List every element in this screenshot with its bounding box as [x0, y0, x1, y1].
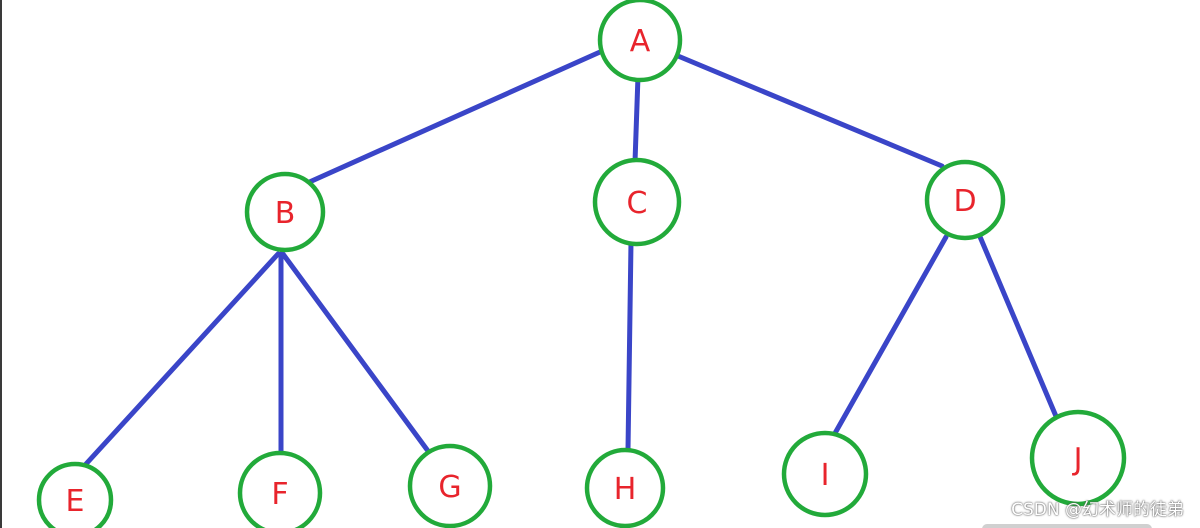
node-c: C: [592, 157, 682, 247]
node-label: B: [275, 196, 296, 231]
edge-a-d: [675, 53, 945, 169]
node-circle: [244, 171, 326, 253]
node-circle: [1029, 409, 1127, 507]
node-j: J: [1029, 409, 1127, 507]
node-label: E: [66, 484, 85, 519]
watermark: CSDN @幻术师的徒弟: [1011, 500, 1184, 520]
edge-b-g: [280, 251, 431, 454]
node-label: F: [271, 477, 288, 512]
node-h: H: [584, 447, 666, 528]
edge-d-j: [975, 229, 1061, 424]
node-a: A: [597, 0, 683, 83]
node-d: D: [924, 159, 1006, 241]
nodes-layer: A B C D E F G H I J: [36, 0, 1127, 528]
node-label: C: [627, 186, 648, 221]
node-circle: [592, 157, 682, 247]
node-label: D: [953, 184, 976, 219]
node-label: J: [1072, 442, 1083, 477]
node-f: F: [237, 450, 323, 528]
node-e: E: [36, 461, 114, 528]
left-border: [0, 0, 2, 528]
node-circle: [924, 159, 1006, 241]
edge-c-h: [625, 239, 634, 453]
node-circle: [407, 443, 493, 528]
node-circle: [781, 430, 869, 518]
edges-layer: [83, 49, 1061, 467]
node-b: B: [244, 171, 326, 253]
node-i: I: [781, 430, 869, 518]
node-label: H: [614, 472, 637, 507]
edge-a-c: [632, 73, 641, 165]
node-label: A: [630, 24, 651, 59]
node-g: G: [407, 443, 493, 528]
node-circle: [597, 0, 683, 83]
node-circle: [584, 447, 666, 528]
edge-d-i: [831, 234, 949, 438]
node-label: I: [821, 458, 830, 493]
node-circle: [237, 450, 323, 528]
node-label: G: [438, 470, 461, 505]
edge-a-b: [302, 49, 603, 187]
edge-b-e: [83, 251, 281, 467]
watermark-bar: [982, 524, 1152, 528]
node-circle: [36, 461, 114, 528]
